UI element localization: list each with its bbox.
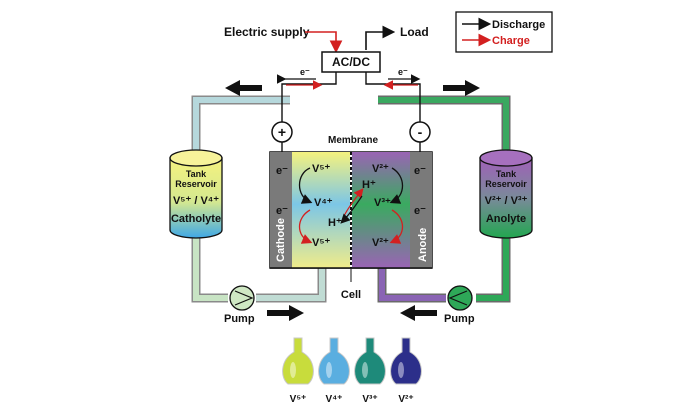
flow-arrow-bottom-left [267,305,304,321]
cathode-electron-top: e⁻ [276,165,288,177]
flask-1: V⁵⁺ [282,337,314,405]
cathode-half-cell [292,152,350,268]
cell-label: Cell [341,289,361,301]
right-pump-label: Pump [444,313,475,325]
anode-electron-bottom: e⁻ [414,205,426,217]
left-pump [229,285,255,311]
load-arrow [365,25,396,50]
legend-charge-label: Charge [492,35,530,47]
left-pump-label: Pump [224,313,255,325]
anolyte-tank [479,149,533,239]
flow-arrow-top-right [443,80,480,96]
cathode-ion-v5-top: V⁵⁺ [312,163,331,175]
flask-3: V³⁺ [354,337,386,405]
proton-discharge-arrow [340,195,363,224]
electron-label-right: e⁻ [398,67,408,77]
membrane-label: Membrane [328,135,378,146]
anode-ion-h: H⁺ [362,179,376,191]
anode-electron-top: e⁻ [414,165,426,177]
anode-half-cell [352,152,410,268]
right-tank-title-1: Tank [496,169,517,179]
wire-positive [281,72,337,122]
right-tank-title-2: Reservoir [485,179,527,189]
positive-terminal-sign: + [278,124,286,140]
anode-ion-v2-bottom: V²⁺ [372,237,389,249]
anode-discharge-arrow [389,167,404,204]
anode-ion-v2-top: V²⁺ [372,163,389,175]
flask-body [354,337,386,385]
cathode-discharge-arrow [298,167,313,204]
electron-label-left: e⁻ [300,67,310,77]
flask-label: V⁴⁺ [326,394,343,405]
right-tank-name: Anolyte [486,213,526,225]
acdc-converter-box [321,51,381,73]
cathode-ion-v4: V⁴⁺ [314,197,333,209]
flow-arrow-bottom-right [400,305,437,321]
anode-charge-arrow [389,209,404,244]
load-label: Load [400,25,429,39]
anode-label: Anode [417,228,429,262]
cathode-charge-arrow [298,209,313,244]
anode-ion-v3: V³⁺ [374,197,391,209]
cathode-ion-h: H⁺ [328,217,342,229]
cathode-electron-bottom: e⁻ [276,205,288,217]
legend: Discharge Charge [455,11,553,53]
flask-body [318,337,350,385]
flow-arrow-top-left [225,80,262,96]
flask-samples: V⁵⁺ V⁴⁺ V³⁺ V²⁺ [282,337,422,405]
electric-supply-label: Electric supply [224,25,310,39]
flask-body [282,337,314,385]
left-tank-name: Catholyte [171,213,221,225]
cathode-label: Cathode [275,218,287,262]
acdc-label: AC/DC [332,55,370,69]
flask-body [390,337,422,385]
cathode-electrode [270,152,292,268]
flask-label: V⁵⁺ [290,394,307,405]
negative-terminal-sign: - [418,124,423,140]
anode-electrode [410,152,432,268]
cathode-ion-v5-bottom: V⁵⁺ [312,237,331,249]
right-pump [447,285,473,311]
right-tank-ions: V²⁺ / V³⁺ [485,195,528,207]
catholyte-tank [169,149,223,239]
flask-label: V²⁺ [398,394,413,405]
legend-discharge-label: Discharge [492,19,545,31]
catholyte-pipe-loop [191,95,327,303]
flask-4: V²⁺ [390,337,422,405]
left-tank-title-2: Reservoir [175,179,217,189]
flask-label: V³⁺ [362,394,377,405]
supply-arrow [305,31,343,54]
left-tank-title-1: Tank [186,169,207,179]
left-tank-ions: V⁵⁺ / V⁴⁺ [173,195,219,207]
flask-2: V⁴⁺ [318,337,350,405]
cell [269,151,433,269]
